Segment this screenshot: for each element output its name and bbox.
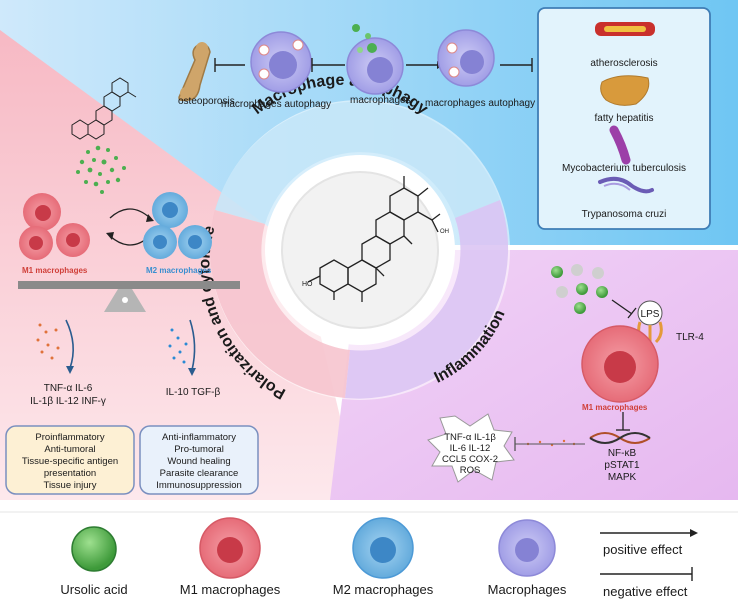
pathway-nfkb: NF-κB (608, 448, 637, 459)
pathway-pstat1: pSTAT1 (604, 460, 640, 471)
m2-effect-2: Pro-tumoral (174, 444, 224, 455)
m1-effect-5: Tissue injury (44, 480, 97, 491)
m2-secretion-arrow (189, 319, 196, 371)
ursolic-particle-cluster (551, 264, 608, 314)
label-lps: LPS (641, 309, 660, 320)
label-m1-polarization: M1 macrophages (22, 266, 88, 275)
central-ring (209, 100, 510, 400)
label-m1-inflammation: M1 macrophages (582, 403, 648, 412)
trypanosoma-icon (598, 176, 654, 194)
m1-effect-3: Tissue-specific antigen (22, 456, 118, 467)
artery-icon (595, 22, 655, 36)
m1-cytokines-line2: IL-1β IL-12 INF-γ (30, 396, 106, 407)
mediator-line4: ROS (460, 465, 481, 476)
m2-cell-cluster (143, 192, 212, 259)
m1-macrophage-inflammation (581, 325, 659, 403)
ursolic-acid-structure (307, 176, 441, 302)
macrophage-autophagy-cell-left (250, 31, 312, 93)
m1-cytokine-dots (36, 323, 60, 360)
legend-macrophage-icon (498, 519, 556, 577)
balance-scale (18, 281, 240, 312)
liver-icon (600, 75, 650, 106)
m1-effect-4: presentation (44, 468, 96, 479)
m2-effect-1: Anti-inflammatory (162, 432, 236, 443)
mediator-burst (427, 413, 515, 483)
m2-effect-5: Immunosuppression (156, 480, 242, 491)
legend-m2-icon (352, 517, 414, 579)
ho-group: HO (302, 281, 313, 288)
disease-atherosclerosis: atherosclerosis (590, 58, 657, 69)
legend-macrophage-label: Macrophages (488, 582, 567, 597)
disease-trypanosoma: Trypanosoma cruzi (582, 209, 667, 220)
label-autophagy-left: macrophages autophagy (221, 99, 331, 110)
pathway-mapk: MAPK (608, 472, 637, 483)
legend-m1-label: M1 macrophages (180, 582, 281, 597)
macrophage-cell-top (346, 24, 404, 95)
m1-cell-cluster (19, 193, 90, 260)
label-macrophages: macrophages (350, 95, 411, 106)
m1-effect-2: Anti-tumoral (44, 444, 95, 455)
m2-effect-4: Parasite clearance (160, 468, 239, 479)
ursolic-particles (76, 145, 126, 194)
mediator-line3: CCL5 COX-2 (442, 454, 498, 465)
legend-ursolic-icon (71, 526, 117, 572)
disease-fatty-hepatitis: fatty hepatitis (595, 113, 654, 124)
legend-m1-icon (199, 517, 261, 579)
disease-box (537, 7, 711, 230)
m1-secretion-arrow (65, 319, 74, 369)
m1-cytokines-line1: TNF-α IL-6 (44, 383, 93, 394)
label-tlr4: TLR-4 (676, 332, 704, 343)
disease-tuberculosis: Mycobacterium tuberculosis (562, 163, 686, 174)
ursolic-acid-small-structure (71, 77, 137, 140)
legend-negative-label: negative effect (603, 584, 688, 599)
m2-cytokine-dots (168, 328, 188, 364)
mediator-line2: IL-6 IL-12 (450, 443, 491, 454)
label-autophagy-right: macrophages autophagy (425, 98, 535, 109)
label-m2-polarization: M2 macrophages (146, 266, 212, 275)
m2-effects-box (139, 425, 259, 495)
m2-effect-3: Wound healing (167, 456, 230, 467)
m1-effect-1: Proinflammatory (35, 432, 104, 443)
m2-cytokines: IL-10 TGF-β (166, 387, 221, 398)
mediator-line1: TNF-α IL-1β (444, 432, 496, 443)
macrophage-autophagy-cell-right (437, 29, 495, 87)
legend-ursolic-label: Ursolic acid (60, 582, 127, 597)
legend-positive-label: positive effect (603, 542, 683, 557)
legend-m2-label: M2 macrophages (333, 582, 434, 597)
bone-icon (178, 42, 211, 102)
m1-effects-box (5, 425, 135, 495)
bacterium-icon (609, 125, 631, 165)
polarization-region (0, 30, 360, 500)
inhibit-lps (611, 299, 633, 315)
dna-icon (589, 432, 651, 444)
switch-arrow-top (109, 208, 151, 219)
label-osteoporosis: osteoporosis (178, 96, 235, 107)
oh-group: OH (440, 229, 449, 235)
